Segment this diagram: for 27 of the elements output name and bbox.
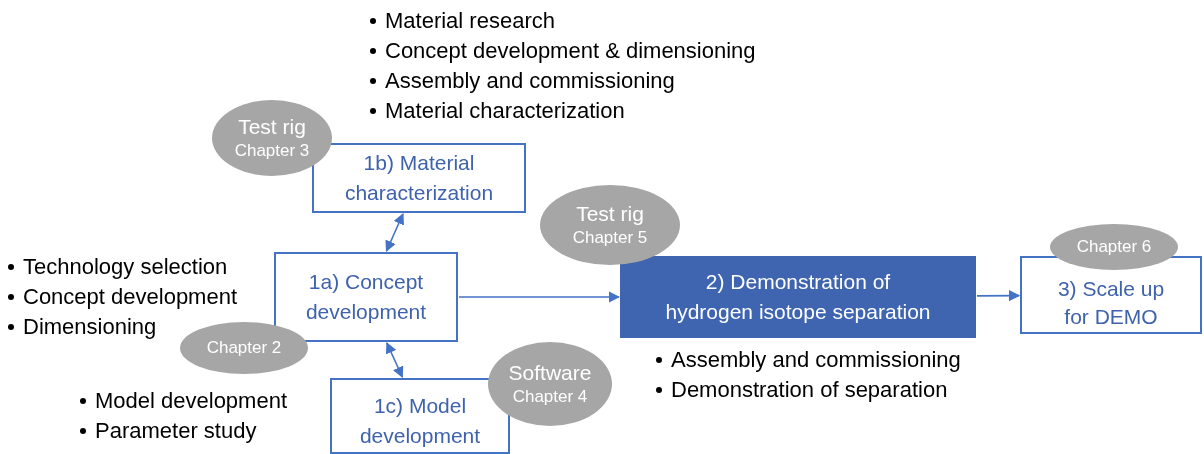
bullet-item: Model development bbox=[95, 387, 287, 415]
chapter-label: Chapter 6 bbox=[1076, 236, 1152, 258]
bullet-item: Assembly and commissioning bbox=[671, 346, 961, 374]
process-box: 3) Scale up for DEMO bbox=[1020, 256, 1202, 334]
ellipse-title: Test rig bbox=[238, 114, 306, 140]
arrow bbox=[385, 213, 404, 252]
bullet-item: Technology selection bbox=[23, 253, 228, 281]
bullet-item: Assembly and commissioning bbox=[385, 67, 675, 95]
bullet-item: Parameter study bbox=[95, 417, 257, 445]
chapter-label: Chapter 3 bbox=[234, 140, 310, 162]
bullet-item: Concept development & dimensioning bbox=[385, 37, 756, 65]
bullet-item: Concept development bbox=[23, 283, 238, 311]
bullet-item: Material research bbox=[385, 7, 555, 35]
ellipse-title: Test rig bbox=[576, 201, 644, 227]
chapter-label: Chapter 5 bbox=[572, 227, 648, 249]
process-box: 1a) Concept development bbox=[274, 252, 458, 342]
bullet-item: Dimensioning bbox=[23, 313, 157, 341]
chapter-label: Chapter 4 bbox=[512, 386, 588, 408]
process-box: 1b) Material characterization bbox=[312, 143, 526, 213]
bullet-item: Demonstration of separation bbox=[671, 376, 948, 404]
ellipse-title: Software bbox=[508, 360, 592, 386]
bullet-item: Material characterization bbox=[385, 97, 625, 125]
process-box: 1c) Model development bbox=[330, 378, 510, 454]
arrow bbox=[458, 291, 621, 303]
arrow bbox=[976, 290, 1021, 302]
arrow bbox=[385, 342, 404, 378]
process-box: 2) Demonstration of hydrogen isotope separation bbox=[620, 256, 976, 338]
